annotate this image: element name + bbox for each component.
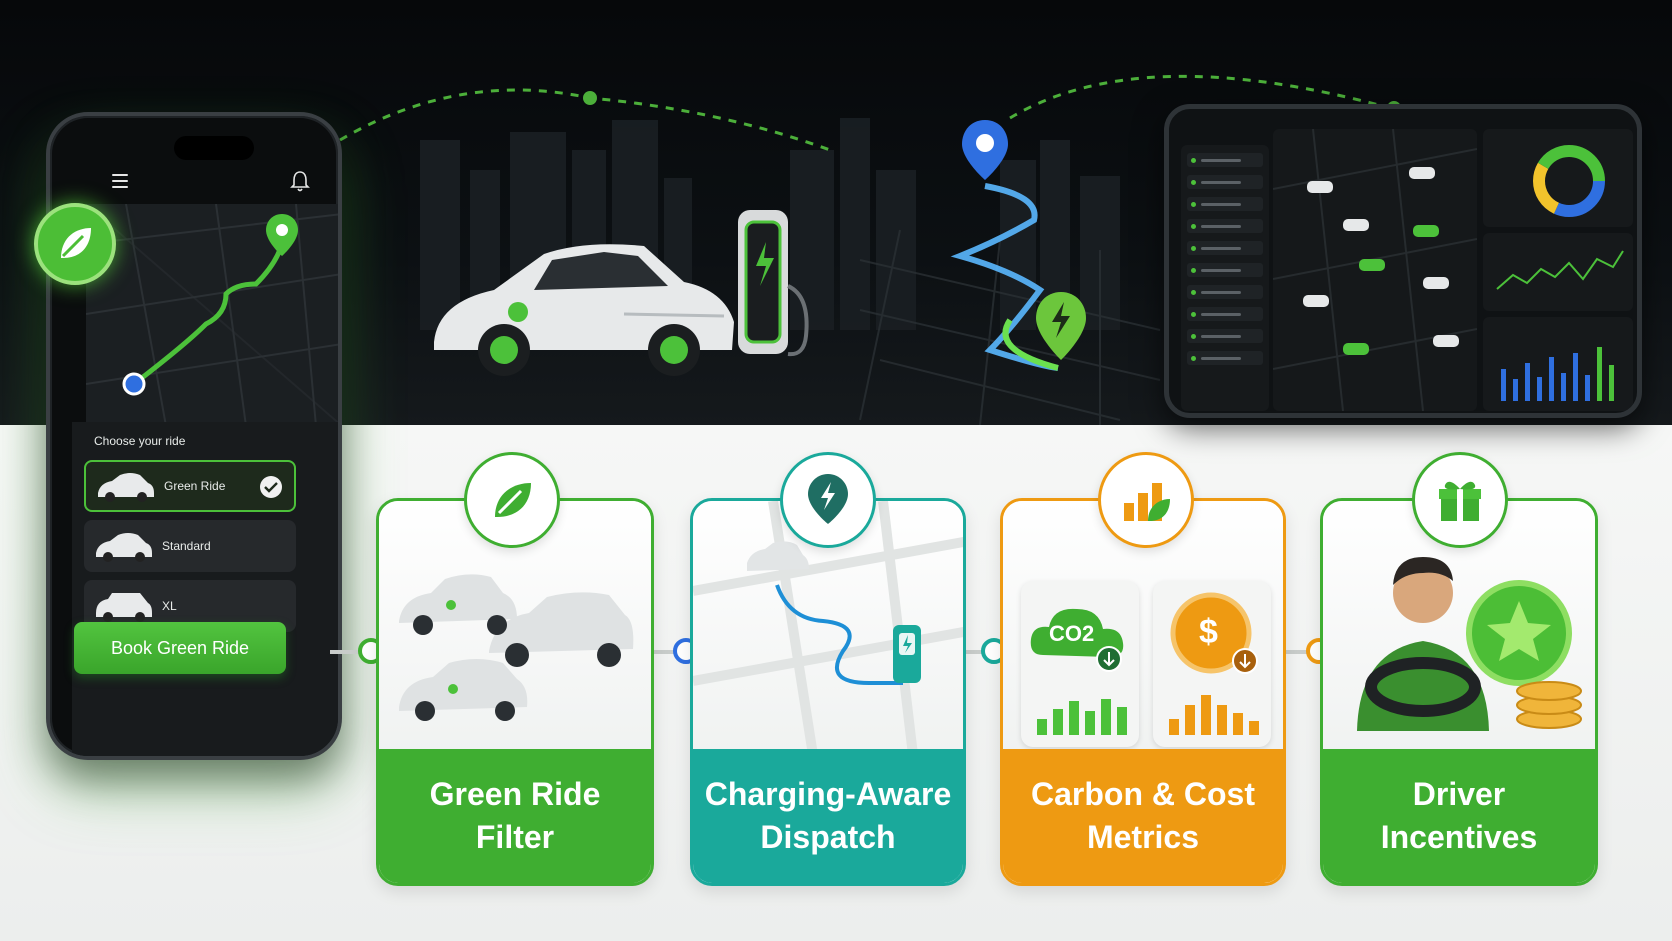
ride-option-label: Green Ride (164, 479, 226, 493)
choose-ride-title: Choose your ride (94, 434, 186, 448)
ride-option-label: XL (162, 599, 177, 613)
card-illustration (693, 501, 963, 756)
bar-leaf-icon (1098, 452, 1194, 548)
blue-location-pin-icon (962, 120, 1008, 180)
feature-title: Driver Incentives (1323, 749, 1595, 883)
co2-metric-tile: CO2 (1021, 581, 1139, 747)
hamburger-menu-icon[interactable] (112, 174, 128, 188)
car-icon (96, 593, 152, 622)
car-fleet-illustration (399, 574, 634, 721)
dollar-label: $ (1199, 613, 1218, 651)
dashboard-bar-panel (1483, 317, 1633, 411)
bell-icon[interactable] (290, 170, 310, 192)
card-illustration (379, 501, 651, 755)
co2-label: CO2 (1049, 621, 1095, 646)
cost-metric-tile: $ (1153, 581, 1271, 747)
feature-card-carbon-cost-metrics[interactable]: CO2 $ Carbon & Cost Metrics (1000, 498, 1286, 886)
feature-title: Charging-Aware Dispatch (693, 749, 963, 883)
charging-location-pin-icon (1036, 292, 1086, 360)
driver-illustration (1357, 557, 1582, 731)
dashboard-donut-panel (1483, 129, 1633, 227)
phone-top-bar (50, 164, 338, 200)
dashboard-fleet-map[interactable] (1273, 129, 1477, 411)
leaf-icon (34, 203, 116, 285)
feature-title: Carbon & Cost Metrics (1003, 749, 1283, 883)
feature-card-green-ride-filter[interactable]: Green Ride Filter (376, 498, 654, 886)
electric-car-illustration (434, 244, 734, 376)
check-icon (260, 476, 282, 498)
car-icon (96, 533, 152, 562)
phone-notch (174, 136, 254, 160)
dashboard-line-panel (1483, 233, 1633, 311)
book-green-ride-button[interactable]: Book Green Ride (74, 622, 286, 674)
car-icon (98, 473, 154, 502)
leaf-icon (464, 452, 560, 548)
fleet-dashboard-tablet (1164, 104, 1642, 418)
dispatch-route-illustration (693, 501, 963, 756)
ride-option-standard[interactable]: Standard (84, 520, 296, 572)
ride-option-label: Standard (162, 539, 211, 553)
feature-title: Green Ride Filter (379, 749, 651, 883)
gift-icon (1412, 452, 1508, 548)
dashboard-vehicle-list[interactable] (1181, 145, 1269, 411)
phone-mockup: Choose your ride Green Ride Standard XL … (46, 112, 342, 760)
charging-pin-icon (780, 452, 876, 548)
ride-map[interactable] (86, 204, 342, 426)
feature-card-driver-incentives[interactable]: Driver Incentives (1320, 498, 1598, 886)
feature-card-charging-aware-dispatch[interactable]: Charging-Aware Dispatch (690, 498, 966, 886)
ride-option-green[interactable]: Green Ride (84, 460, 296, 512)
ev-charger-icon (738, 210, 809, 357)
